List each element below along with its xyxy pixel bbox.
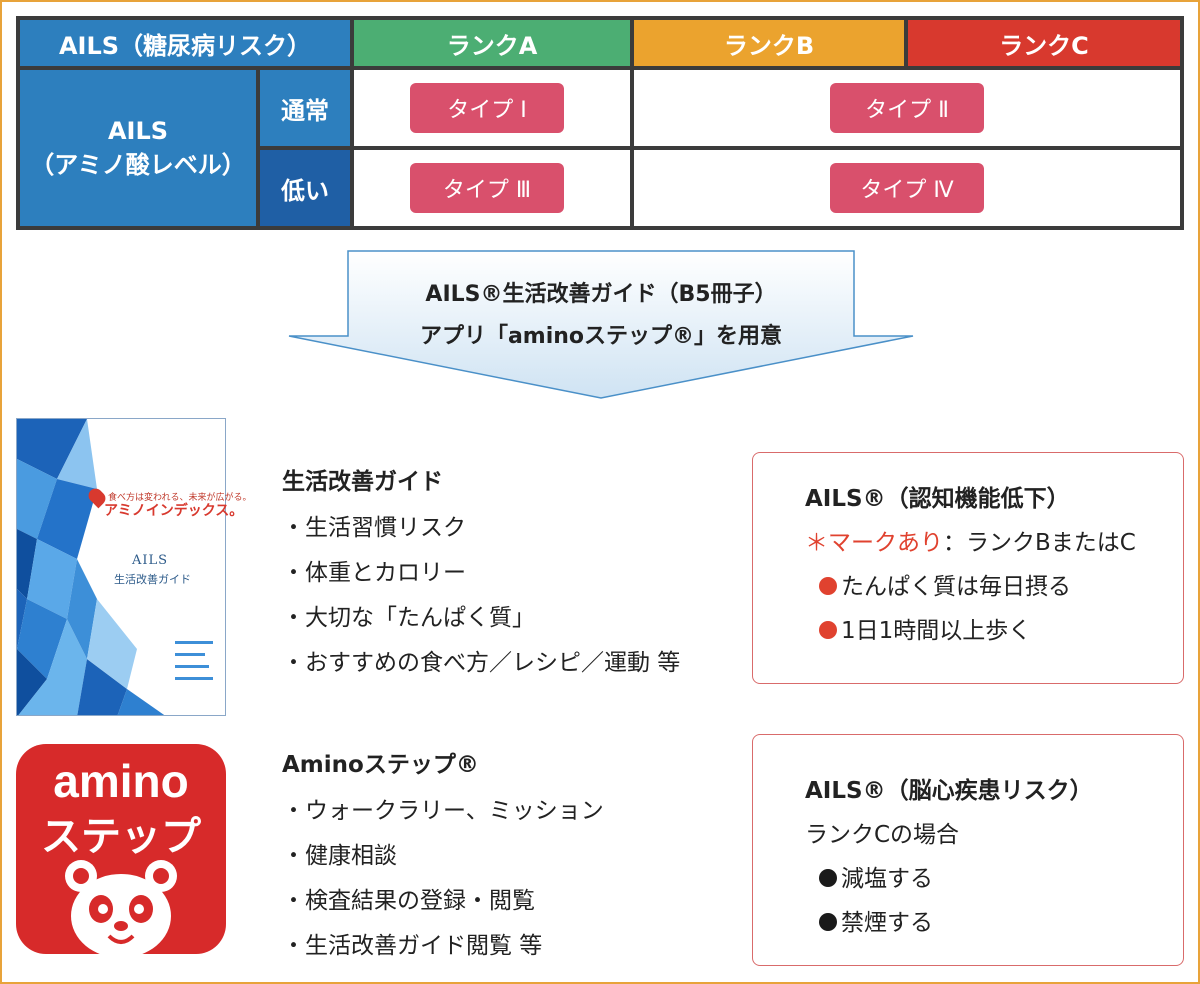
rank-b-header: ランクB bbox=[634, 20, 904, 66]
arrow-text-2: アプリ「aminoステップ®」を用意 bbox=[419, 324, 783, 349]
app-title: Aminoステップ® bbox=[282, 752, 479, 778]
cell-normal-rank-a: タイプ Ⅰ bbox=[354, 70, 630, 146]
box2-condition: ランクCの場合 bbox=[805, 822, 960, 848]
mark-rest: ：ランクBまたはC bbox=[943, 530, 1136, 556]
red-bullet-icon bbox=[819, 621, 837, 639]
app-item: ・生活改善ガイド閲覧 等 bbox=[282, 933, 543, 959]
guide-item: ・体重とカロリー bbox=[282, 560, 466, 586]
amino-level-label-1: AILS bbox=[107, 117, 169, 145]
guide-title: 生活改善ガイド bbox=[282, 469, 443, 495]
app-item: ・健康相談 bbox=[282, 843, 397, 869]
cover-ails: AILS bbox=[132, 553, 169, 568]
guide-item: ・生活習慣リスク bbox=[282, 515, 466, 541]
down-arrow bbox=[288, 250, 914, 399]
row-normal-label: 通常 bbox=[260, 70, 350, 146]
box2-title: AILS®（脳心疾患リスク） bbox=[805, 778, 1093, 804]
cover-toc bbox=[175, 641, 223, 680]
amino-level-label: AILS （アミノ酸レベル） bbox=[20, 70, 256, 226]
cell-low-rank-a: タイプ Ⅲ bbox=[354, 150, 630, 226]
guide-item: ・おすすめの食べ方／レシピ／運動 等 bbox=[282, 650, 681, 676]
type-4-badge: タイプ Ⅳ bbox=[830, 163, 984, 213]
risk-type-table: AILS（糖尿病リスク） ランクA ランクB ランクC AILS （アミノ酸レベ… bbox=[16, 16, 1184, 230]
rank-a-header: ランクA bbox=[354, 20, 630, 66]
black-bullet-icon bbox=[819, 913, 837, 931]
app-item: ・検査結果の登録・閲覧 bbox=[282, 888, 535, 914]
box1-condition: ＊マークあり：ランクBまたはC bbox=[805, 523, 1136, 557]
type-3-badge: タイプ Ⅲ bbox=[410, 163, 564, 213]
guide-item: ・大切な「たんぱく質」 bbox=[282, 605, 535, 631]
table-title: AILS（糖尿病リスク） bbox=[20, 20, 350, 66]
box2-item: 禁煙する bbox=[819, 903, 933, 937]
cardio-risk-box: AILS®（脳心疾患リスク） ランクCの場合 減塩する 禁煙する bbox=[752, 734, 1184, 966]
app-item: ・ウォークラリー、ミッション bbox=[282, 798, 604, 824]
panda-mascot-icon bbox=[65, 860, 177, 954]
cover-tagline: 食べ方は変われる、未来が広がる。 bbox=[108, 493, 252, 503]
black-bullet-icon bbox=[819, 869, 837, 887]
amino-step-app-icon: amino ステップ bbox=[16, 744, 226, 954]
box2-item: 減塩する bbox=[819, 859, 933, 893]
box1-item: たんぱく質は毎日摂る bbox=[819, 567, 1071, 601]
rank-c-header: ランクC bbox=[908, 20, 1180, 66]
guide-book-cover bbox=[16, 418, 226, 716]
amino-level-label-2: （アミノ酸レベル） bbox=[30, 151, 246, 179]
mark-label: ＊マークあり bbox=[805, 530, 943, 556]
app-icon-amino-text: amino bbox=[53, 755, 189, 807]
cover-subtitle: 生活改善ガイド bbox=[114, 573, 191, 586]
box1-item: 1日1時間以上歩く bbox=[819, 611, 1031, 645]
arrow-text-1: AILS®生活改善ガイド（B5冊子） bbox=[425, 282, 777, 307]
cover-brand: アミノインデックス。 bbox=[104, 503, 244, 519]
cell-normal-rank-bc: タイプ Ⅱ bbox=[634, 70, 1180, 146]
row-low-label: 低い bbox=[260, 150, 350, 226]
type-2-badge: タイプ Ⅱ bbox=[830, 83, 984, 133]
cell-low-rank-bc: タイプ Ⅳ bbox=[634, 150, 1180, 226]
type-1-badge: タイプ Ⅰ bbox=[410, 83, 564, 133]
cognitive-decline-box: AILS®（認知機能低下） ＊マークあり：ランクBまたはC たんぱく質は毎日摂る… bbox=[752, 452, 1184, 684]
app-icon-step-text: ステップ bbox=[41, 814, 201, 860]
red-bullet-icon bbox=[819, 577, 837, 595]
box1-title: AILS®（認知機能低下） bbox=[805, 486, 1070, 512]
